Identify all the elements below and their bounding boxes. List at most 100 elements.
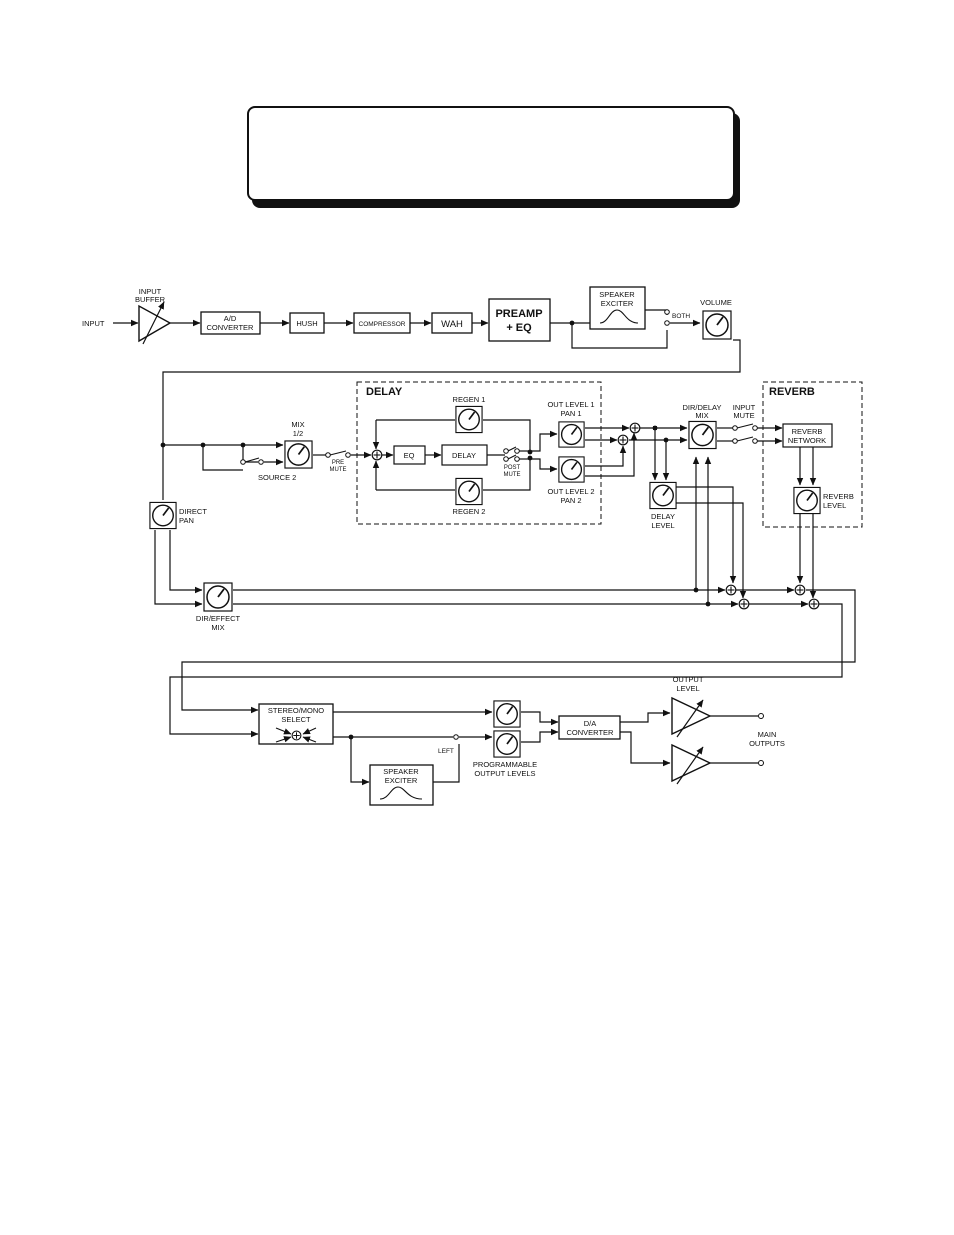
speaker-exciter-top-curve [599, 309, 639, 324]
reverb-level-knob [793, 486, 821, 515]
switch-contacts [240, 309, 764, 766]
speaker-exciter-top-box [589, 286, 646, 330]
label-stereo-mono-2: SELECT [281, 715, 311, 724]
label-input-buffer-1: INPUT [139, 287, 162, 296]
label-dir-delay-mix-2: MIX [695, 411, 708, 420]
label-speaker-exciter-bottom-2: EXCITER [385, 776, 418, 785]
eq-box [393, 445, 426, 465]
hush-box [289, 312, 325, 334]
label-ad-2: CONVERTER [207, 323, 255, 332]
preamp-eq-box [488, 298, 551, 342]
speaker-exciter-bottom-box [369, 764, 434, 806]
sum-b [738, 598, 750, 610]
wires [113, 309, 856, 786]
dir-effect-mix-knob [203, 582, 233, 612]
label-eq: EQ [404, 451, 415, 460]
junction-dots [160, 320, 711, 740]
label-da-1: D/A [584, 719, 597, 728]
out-level-2-knob [558, 456, 585, 483]
label-left: LEFT [438, 748, 454, 755]
label-ad-1: A/D [224, 314, 237, 323]
dir-delay-mix-knob [688, 420, 717, 450]
label-out-level-2-b: PAN 2 [560, 496, 581, 505]
output-amp-top [671, 696, 712, 738]
label-delay-section: DELAY [366, 386, 403, 398]
label-input: INPUT [82, 319, 105, 328]
label-reverb-section: REVERB [769, 386, 815, 398]
label-out-level-1-a: OUT LEVEL 1 [547, 400, 594, 409]
speaker-exciter-bottom-curve [379, 786, 423, 800]
switch-levers [244, 423, 754, 463]
sum-d [808, 598, 820, 610]
label-input-mute-1: INPUT [733, 403, 756, 412]
wah-box [431, 312, 473, 334]
delay-section-frame [356, 381, 602, 525]
label-preamp-1: PREAMP [495, 308, 542, 320]
label-stereo-mono-1: STEREO/MONO [268, 706, 324, 715]
label-volume: VOLUME [700, 298, 732, 307]
label-reverb-level-2: LEVEL [823, 501, 846, 510]
input-buffer-amp [138, 301, 172, 345]
da-converter-box [558, 715, 621, 740]
ad-converter-box [200, 311, 261, 335]
label-input-mute-2: MUTE [733, 411, 754, 420]
label-out-level-1-b: PAN 1 [560, 409, 581, 418]
output-amp-bottom [671, 743, 712, 785]
label-hush: HUSH [296, 319, 317, 328]
reverb-network-box [782, 423, 833, 448]
label-pre-mute-1: PRE [332, 460, 344, 466]
label-output-level-2: LEVEL [676, 684, 699, 693]
label-both: BOTH [672, 313, 690, 320]
sum-out-2 [617, 434, 629, 446]
label-dir-effect-mix-2: MIX [211, 623, 224, 632]
label-reverb-level-1: REVERB [823, 492, 854, 501]
delay-level-knob [649, 481, 677, 510]
label-programmable-1: PROGRAMMABLE [473, 760, 537, 769]
output-level-right-knob [493, 730, 521, 758]
delay-input-sum [371, 449, 383, 461]
label-speaker-exciter-top-1: SPEAKER [599, 290, 635, 299]
output-level-left-knob [493, 700, 521, 728]
label-wah: WAH [441, 319, 463, 330]
label-speaker-exciter-bottom-1: SPEAKER [383, 767, 419, 776]
label-dir-effect-mix-1: DIR/EFFECT [196, 614, 241, 623]
label-reverb-network-1: REVERB [792, 427, 823, 436]
title-card [247, 106, 740, 208]
regen-2-knob [455, 477, 483, 506]
regen-1-knob [455, 405, 483, 434]
mix-12-knob [284, 440, 313, 469]
sum-c [794, 584, 806, 596]
label-speaker-exciter-top-2: EXCITER [601, 299, 634, 308]
direct-pan-knob [149, 501, 177, 530]
label-preamp-2: + EQ [506, 322, 532, 334]
sum-out-1 [629, 422, 641, 434]
label-regen-1: REGEN 1 [453, 395, 486, 404]
out-level-1-knob [558, 421, 585, 448]
label-pre-mute-2: MUTE [330, 467, 347, 473]
label-mix-1: MIX [291, 420, 304, 429]
label-out-level-2-a: OUT LEVEL 2 [547, 487, 594, 496]
label-regen-2: REGEN 2 [453, 507, 486, 516]
label-post-mute-2: MUTE [504, 472, 521, 478]
label-delay-box: DELAY [452, 451, 476, 460]
reverb-section-frame [762, 381, 863, 528]
label-programmable-2: OUTPUT LEVELS [474, 769, 535, 778]
volume-knob [702, 310, 732, 340]
label-source-2: SOURCE 2 [258, 473, 296, 482]
label-direct-pan-1: DIRECT [179, 507, 207, 516]
label-post-mute-1: POST [504, 465, 521, 471]
label-reverb-network-2: NETWORK [788, 436, 826, 445]
blocks [138, 286, 863, 806]
title-card-face [247, 106, 735, 201]
stereo-mono-select-block [258, 703, 334, 745]
label-da-2: CONVERTER [567, 728, 615, 737]
sum-a [725, 584, 737, 596]
label-delay-level-2: LEVEL [651, 521, 674, 530]
delay-box [441, 444, 488, 466]
label-main-outputs-1: MAIN [758, 730, 777, 739]
label-compressor: COMPRESSOR [359, 321, 406, 328]
label-dir-delay-mix-1: DIR/DELAY [682, 403, 721, 412]
label-direct-pan-2: PAN [179, 516, 194, 525]
label-input-buffer-2: BUFFER [135, 295, 166, 304]
